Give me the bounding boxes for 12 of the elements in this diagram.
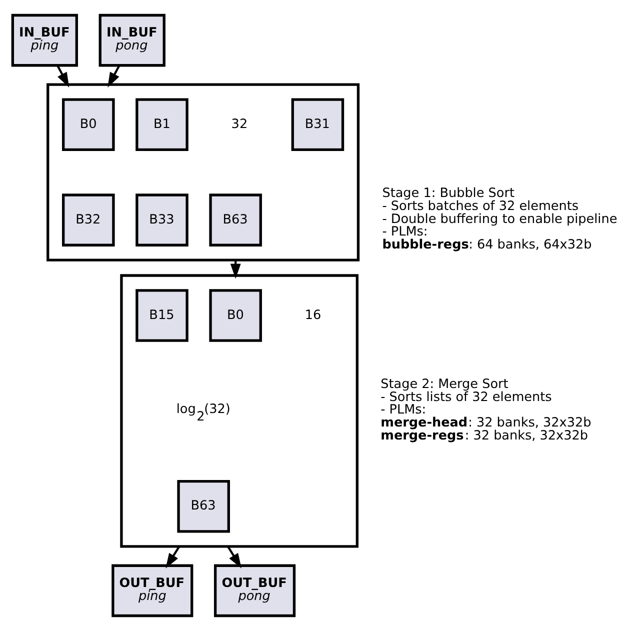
node-label: - Double buffering to enable pipeline [382, 212, 618, 227]
node-label: - PLMs: [380, 402, 426, 418]
label: 32 [231, 116, 248, 132]
node-label: - Sorts lists of 32 elements [380, 390, 552, 405]
node-label: bubble-regs: 64 banks, 64x32b [382, 237, 592, 252]
node-label: Stage 2: Merge Sort [380, 377, 508, 392]
label: 16 [304, 308, 322, 323]
node-label: merge-head: 32 banks, 32x32b [380, 416, 592, 431]
node-label: - Sorts batches of 32 elements [382, 199, 579, 214]
node-label: - PLMs: [382, 224, 428, 240]
node-label: merge-regs: 32 banks, 32x32b [380, 428, 588, 444]
node-label: Stage 1: Bubble Sort [382, 186, 515, 202]
